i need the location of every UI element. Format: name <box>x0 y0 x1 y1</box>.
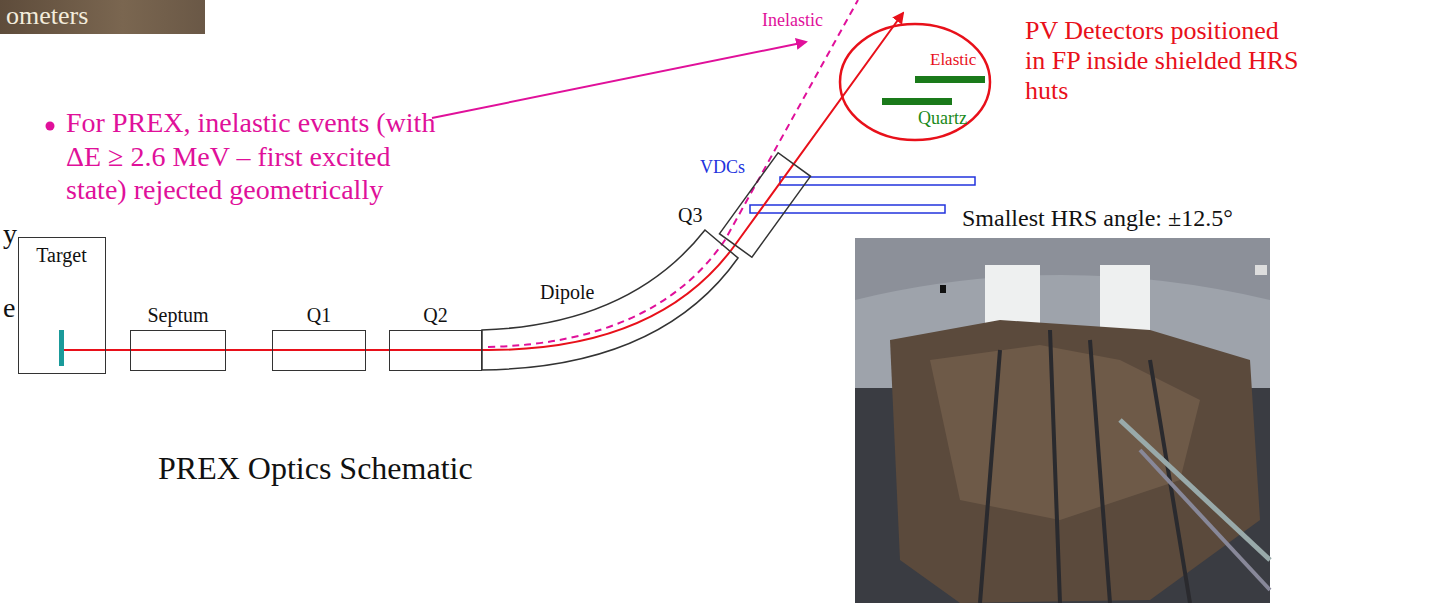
magnet-outline <box>130 330 226 371</box>
cropped-letter: y <box>3 218 17 250</box>
magnet-box: Q2 <box>389 304 482 371</box>
cropped-letter: e <box>3 292 15 324</box>
quartz-bar <box>882 98 952 105</box>
dipole-magnet: Dipole <box>482 225 747 375</box>
section-tab: ometers <box>0 0 205 34</box>
figure-title: PREX Optics Schematic <box>158 450 473 487</box>
vdc-plane <box>750 205 945 213</box>
node-label: Q2 <box>423 304 447 327</box>
quadrupole-magnet: Q3 <box>676 140 826 270</box>
quartz-bar <box>915 76 985 83</box>
angle-note: Smallest HRS angle: ±12.5° <box>962 205 1233 233</box>
node-label: ometers <box>6 1 88 31</box>
dipole-shape <box>482 230 738 370</box>
highlight-ellipse <box>840 24 990 140</box>
inelastic-ray <box>488 0 858 347</box>
node-label: Target <box>36 244 86 267</box>
target-box: Target <box>18 237 106 374</box>
magnet-outline <box>389 330 482 371</box>
ray-label: Elastic <box>930 50 976 70</box>
node-label: Q3 <box>678 204 702 227</box>
bullet-dot <box>46 122 55 131</box>
elastic-ray <box>64 13 903 350</box>
node-label: Q1 <box>307 304 331 327</box>
target-foil <box>59 330 64 366</box>
chamber-label: VDCs <box>700 157 745 178</box>
hall-photo <box>855 238 1270 603</box>
node-label: Dipole <box>540 281 594 304</box>
dipole-outline <box>482 225 747 375</box>
magnet-box: Q1 <box>272 304 366 371</box>
bullet-note: For PREX, inelastic events (with ΔE ≥ 2.… <box>66 106 438 207</box>
leader-arrow <box>432 42 806 118</box>
magnet-outline <box>272 330 366 371</box>
node-label: Septum <box>147 304 208 327</box>
detector-label: Quartz <box>918 108 967 129</box>
magnet-box: Septum <box>130 304 226 371</box>
detector-note: PV Detectors positioned in FP inside shi… <box>1025 16 1300 106</box>
ray-label: Inelastic <box>762 10 823 31</box>
